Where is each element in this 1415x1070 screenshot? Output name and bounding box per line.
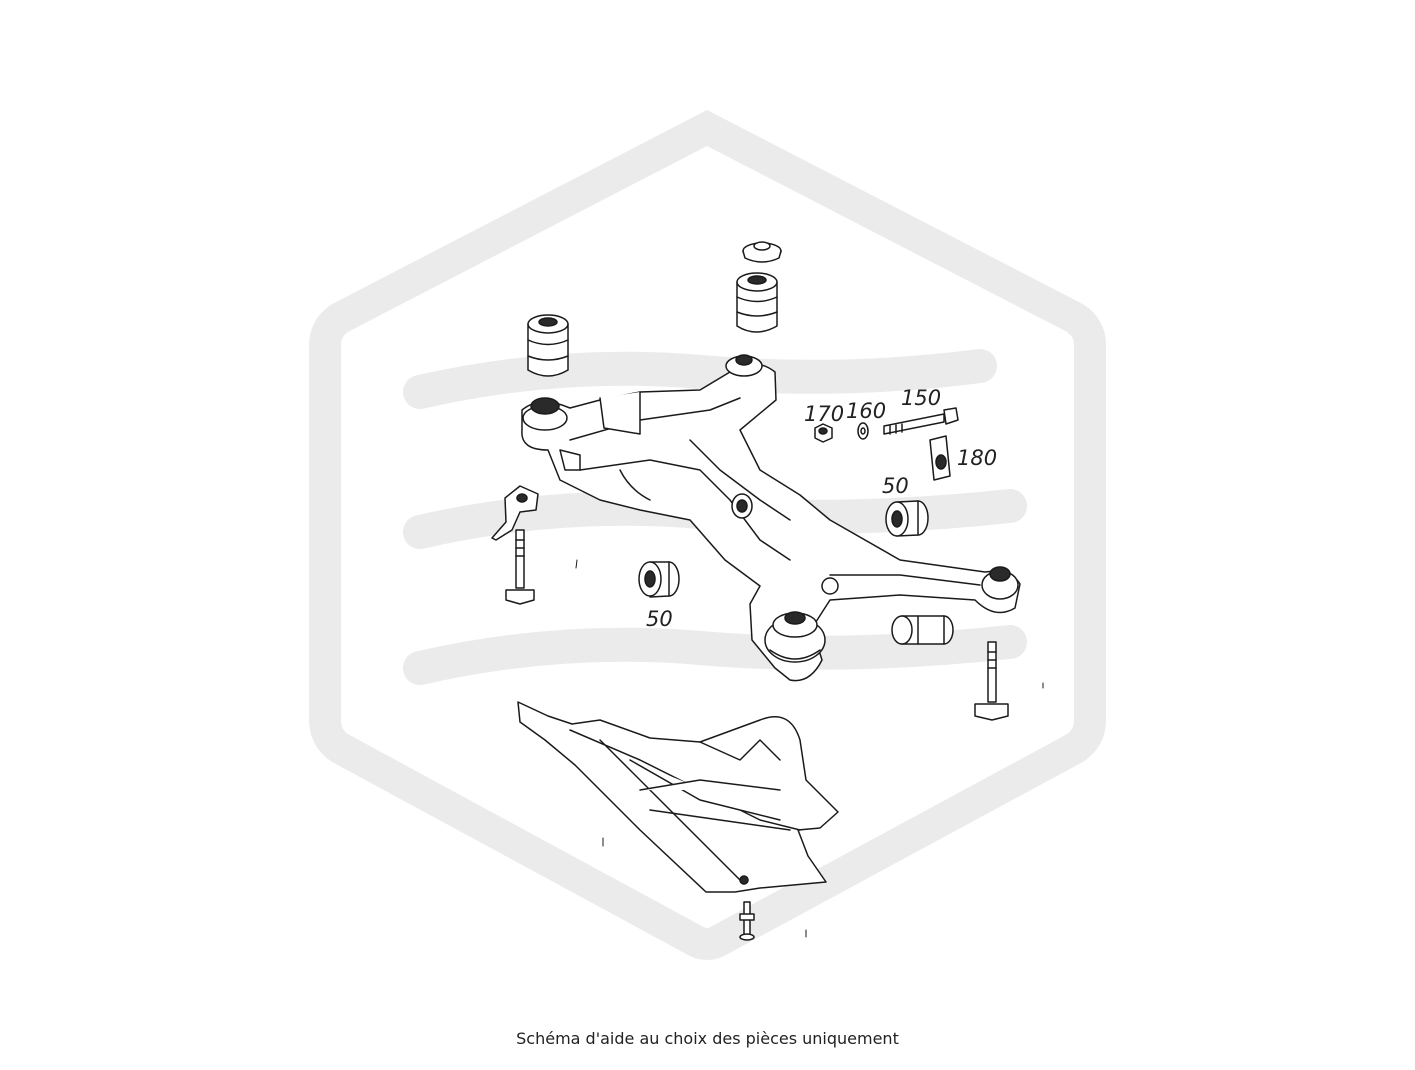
upper-mount-cap: [742, 241, 782, 263]
bracket-180: [929, 435, 951, 481]
upper-mount-bushing-left: [527, 314, 569, 377]
upper-mount-bushing-right: [736, 272, 778, 333]
washer-160: [857, 422, 869, 440]
watermark-stripe-3: [403, 625, 1027, 685]
tick-marks: [575, 559, 1044, 938]
left-mount-bolt: [505, 529, 535, 605]
nut-170: [814, 423, 833, 443]
callout-170: 170: [804, 402, 844, 426]
callout-150: 150: [901, 386, 941, 410]
underbody-shield: [517, 701, 839, 893]
callout-160: 160: [846, 399, 886, 423]
bolt-150: [883, 407, 959, 435]
bushing-lower-right: [891, 615, 954, 645]
bushing-50-right: [885, 500, 929, 537]
bushing-50-left: [638, 561, 680, 598]
left-bracket: [491, 485, 539, 541]
watermark-stripe-1: [403, 349, 997, 409]
shield-clip: [739, 901, 755, 941]
watermark-hexagon: [309, 109, 1106, 960]
rear-subframe: [521, 354, 1021, 682]
disclaimer-caption: Schéma d'aide au choix des pièces unique…: [516, 1029, 899, 1048]
callout-180: 180: [957, 446, 997, 470]
right-mount-bolt: [974, 641, 1009, 721]
callout-50-left: 50: [646, 607, 673, 631]
callout-50-right: 50: [882, 474, 909, 498]
